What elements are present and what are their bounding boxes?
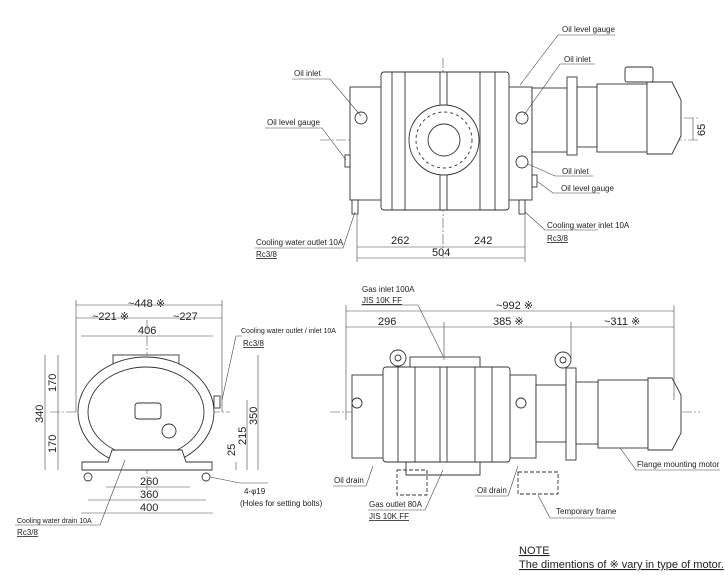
label-gas-outlet: Gas outlet 80A <box>369 500 423 509</box>
label-holes-note: (Holes for setting bolts) <box>240 499 323 508</box>
dim-400: 400 <box>140 502 158 514</box>
dim-311: ~311 ※ <box>604 316 640 328</box>
motor-flange <box>566 76 578 156</box>
label-oil-level-gauge: Oil level gauge <box>267 118 320 127</box>
label-gas-outlet-std: JIS 10K FF <box>369 512 409 521</box>
label-oil-drain: Oil drain <box>334 476 364 485</box>
dim-385: 385 ※ <box>493 316 524 328</box>
note-text: The dimentions of ※ vary in type of moto… <box>519 559 724 571</box>
label-holes: 4-φ19 <box>244 487 266 496</box>
oil-inlet-left-plug <box>354 111 368 125</box>
dim-65: 65 <box>696 124 708 136</box>
motor-body-side <box>597 379 649 449</box>
dim-260: 260 <box>140 476 158 488</box>
dim-992: ~992 ※ <box>496 300 533 312</box>
note-title: NOTE <box>519 545 550 557</box>
label-thread: Rc3/8 <box>547 234 568 243</box>
side-view <box>330 304 720 519</box>
front-view <box>15 300 268 526</box>
label-oil-level-gauge: Oil level gauge <box>562 25 615 34</box>
label-oil-inlet: Oil inlet <box>564 55 591 64</box>
gas-inlet-flange-side <box>409 356 481 368</box>
dim-504: 504 <box>432 247 450 259</box>
label-thread: Rc3/8 <box>17 528 38 537</box>
dim-227: ~227 <box>173 311 198 323</box>
coupling-housing <box>531 87 568 153</box>
label-oil-drain: Oil drain <box>477 486 507 495</box>
pump-casing-side <box>382 366 511 463</box>
dim-25: 25 <box>226 444 238 456</box>
label-cooling-water-outlet-inlet: Cooling water outlet / inlet 10A <box>241 328 336 335</box>
right-end-cover <box>507 86 533 201</box>
dim-448: ~448 ※ <box>128 298 165 310</box>
terminal-box <box>624 66 654 83</box>
front-view-labels: ~448 ※ ~221 ※ ~227 406 340 170 170 350 2… <box>17 298 336 537</box>
label-flange-mounting-motor: Flange mounting motor <box>637 460 720 469</box>
left-end-cover-side <box>351 374 385 459</box>
dim-406: 406 <box>138 325 156 337</box>
dim-242: 242 <box>474 235 492 247</box>
label-oil-inlet: Oil inlet <box>294 69 321 78</box>
label-thread: Rc3/8 <box>256 250 277 259</box>
top-view <box>255 34 700 262</box>
base-feet <box>81 449 213 471</box>
dim-221: ~221 ※ <box>92 311 129 323</box>
label-cooling-water-drain: Cooling water drain 10A <box>17 518 92 525</box>
label-gas-inlet-std: JIS 10K FF <box>362 296 402 305</box>
left-end-cover <box>349 86 383 201</box>
dim-170: 170 <box>47 435 59 453</box>
motor-flange-side <box>565 367 577 461</box>
dim-215: 215 <box>237 427 249 445</box>
label-gas-inlet: Gas inlet 100A <box>362 285 415 294</box>
dim-340: 340 <box>34 405 46 423</box>
label-oil-inlet: Oil inlet <box>562 167 589 176</box>
dim-170: 170 <box>47 374 59 392</box>
label-cooling-water-outlet: Cooling water outlet 10A <box>256 238 344 247</box>
dim-360: 360 <box>140 489 158 501</box>
label-cooling-water-inlet: Cooling water inlet 10A <box>547 221 630 230</box>
label-oil-level-gauge: Oil level gauge <box>561 184 614 193</box>
label-thread: Rc3/8 <box>243 339 264 348</box>
dim-262: 262 <box>391 235 409 247</box>
note: NOTE The dimentions of ※ vary in type of… <box>519 545 724 571</box>
top-view-labels: Oil inlet Oil level gauge Oil level gaug… <box>256 25 708 259</box>
side-view-labels: Gas inlet 100A JIS 10K FF ~992 ※ 296 385… <box>334 285 720 521</box>
dim-350: 350 <box>248 407 260 425</box>
label-temporary-frame: Temporary frame <box>556 507 617 516</box>
gas-outlet-flange-side <box>405 461 481 476</box>
dim-296: 296 <box>378 316 396 328</box>
motor-body <box>596 83 648 153</box>
